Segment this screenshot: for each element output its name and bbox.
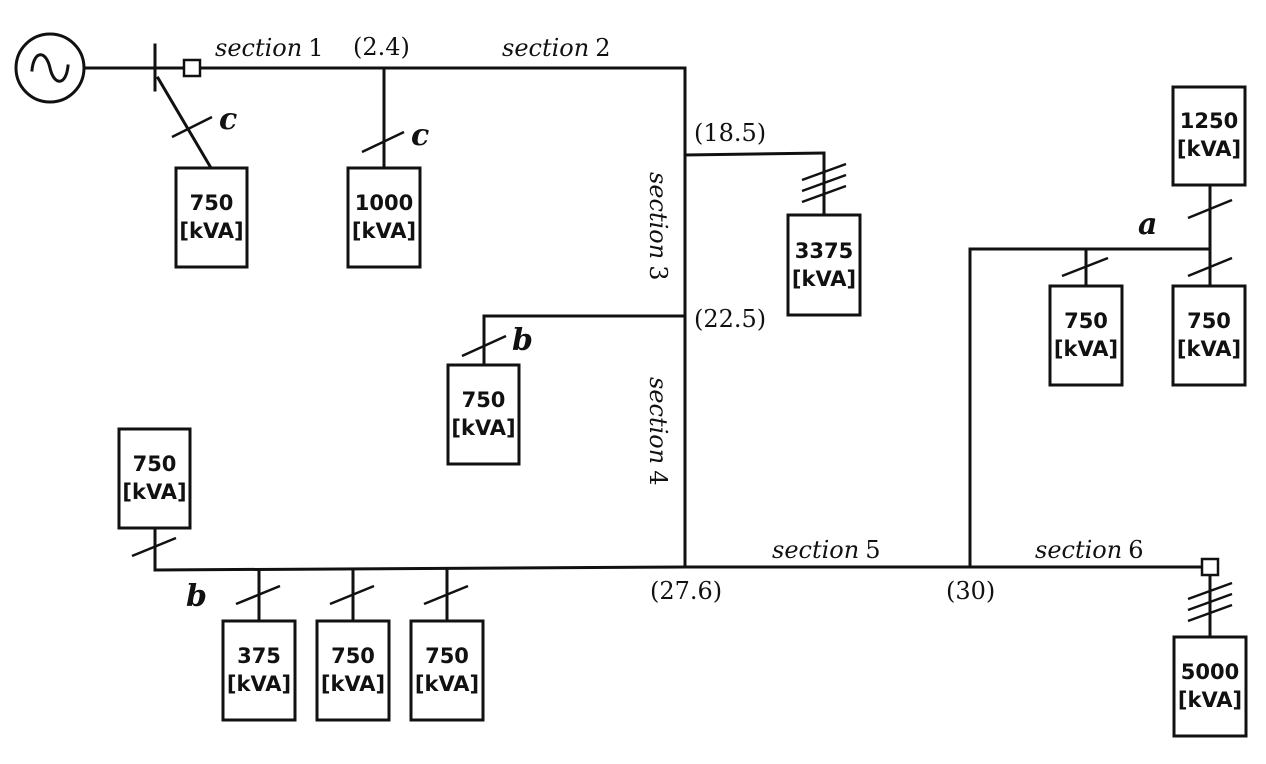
svg-text:750: 750	[133, 452, 177, 476]
distance-marker-22-5: (22.5)	[694, 305, 766, 333]
single-phase-tick	[235, 584, 281, 606]
svg-text:1250: 1250	[1180, 109, 1238, 133]
three-phase-tick	[1187, 592, 1233, 612]
svg-text:[kVA]: [kVA]	[227, 672, 291, 696]
phase-label-c: c	[411, 118, 429, 153]
transformer-box: 750 [kVA]	[174, 166, 249, 269]
svg-text:3375: 3375	[795, 239, 853, 263]
svg-text:750: 750	[331, 644, 375, 668]
single-phase-tick	[1061, 256, 1109, 278]
distance-marker-30: (30)	[946, 577, 995, 605]
phase-label-a: a	[1138, 207, 1157, 242]
svg-text:[kVA]: [kVA]	[352, 219, 416, 243]
svg-text:[kVA]: [kVA]	[1178, 688, 1242, 712]
single-phase-tick	[1187, 198, 1233, 220]
wire-tap-18-5	[683, 151, 826, 157]
transformer-box: 375 [kVA]	[221, 619, 297, 722]
transformer-box: 1000 [kVA]	[346, 166, 422, 269]
single-phase-tick	[461, 334, 507, 358]
svg-text:[kVA]: [kVA]	[415, 672, 479, 696]
three-phase-tick	[1187, 603, 1233, 623]
svg-text:5000: 5000	[1181, 660, 1239, 684]
svg-text:750: 750	[190, 191, 234, 215]
svg-text:750: 750	[1064, 309, 1108, 333]
section-label-4: section4	[644, 377, 672, 485]
svg-text:750: 750	[1187, 309, 1231, 333]
wire-west-branch	[153, 565, 687, 572]
transformer-box: 750 [kVA]	[446, 363, 521, 466]
transformer-box: 1250 [kVA]	[1171, 85, 1247, 187]
distance-marker-2-4: (2.4)	[353, 33, 410, 61]
distance-marker-27-6: (27.6)	[650, 577, 722, 605]
ac-source-icon	[14, 32, 86, 104]
three-phase-tick	[801, 162, 847, 182]
svg-text:750: 750	[462, 388, 506, 412]
transformer-box: 750 [kVA]	[1048, 284, 1124, 387]
svg-text:1000: 1000	[355, 191, 413, 215]
svg-text:[kVA]: [kVA]	[1177, 337, 1241, 361]
switch-square	[182, 58, 202, 78]
feeder-wires	[83, 43, 1212, 639]
transformer-box: 750 [kVA]	[315, 619, 391, 722]
svg-text:[kVA]: [kVA]	[1054, 337, 1118, 361]
single-phase-tick	[329, 584, 375, 606]
svg-text:[kVA]: [kVA]	[792, 267, 856, 291]
three-phase-tick	[1187, 581, 1233, 601]
phase-ticks	[131, 115, 1233, 623]
svg-text:[kVA]: [kVA]	[1177, 137, 1241, 161]
transformer-box: 750 [kVA]	[1171, 284, 1247, 387]
phase-label-b: b	[512, 323, 533, 358]
svg-text:[kVA]: [kVA]	[122, 480, 186, 504]
svg-text:[kVA]: [kVA]	[179, 219, 243, 243]
wire-tap-source	[155, 75, 214, 171]
transformer-box: 3375 [kVA]	[786, 213, 862, 317]
svg-text:750: 750	[425, 644, 469, 668]
single-phase-tick	[131, 536, 177, 558]
transformer-box: 750 [kVA]	[117, 427, 192, 530]
phase-label-b: b	[186, 579, 207, 614]
single-phase-tick	[171, 115, 213, 139]
distance-marker-18-5: (18.5)	[694, 119, 766, 147]
svg-text:375: 375	[237, 644, 281, 668]
single-phase-tick	[423, 584, 469, 606]
three-phase-tick	[801, 184, 847, 204]
svg-text:[kVA]: [kVA]	[321, 672, 385, 696]
svg-text:[kVA]: [kVA]	[451, 416, 515, 440]
section-label-3: section3	[644, 172, 672, 280]
switch-square	[1200, 557, 1220, 577]
phase-label-c: c	[219, 102, 237, 137]
single-phase-tick	[361, 130, 405, 154]
single-phase-tick	[1187, 256, 1233, 278]
transformer-box: 5000 [kVA]	[1172, 635, 1248, 738]
transformer-box: 750 [kVA]	[409, 619, 485, 722]
three-phase-tick	[801, 173, 847, 193]
